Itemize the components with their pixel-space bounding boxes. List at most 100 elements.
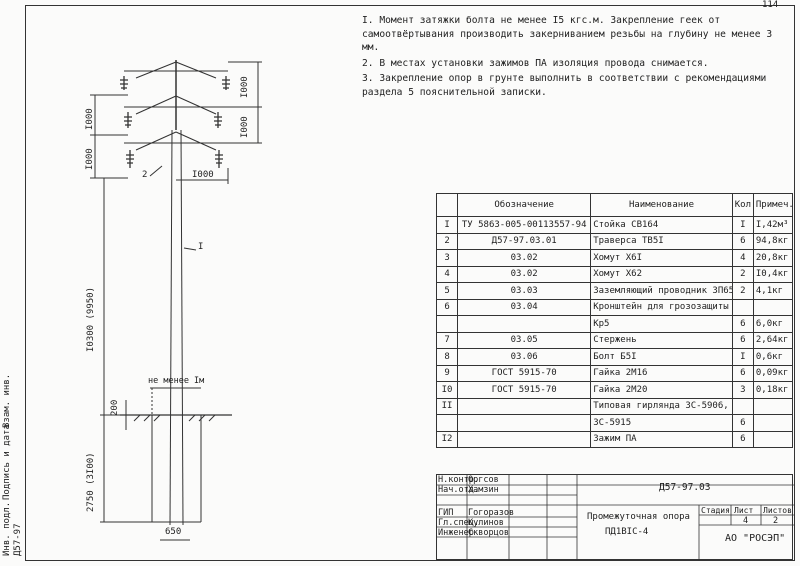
cell-qty: I [731,216,754,234]
pole-drawing [90,60,262,541]
cell-name: Типовая гирлянда ЗС-5906, [590,397,733,415]
tb-role-1: Н.контр. [438,475,479,485]
cell-designation: 03.03 [457,282,592,300]
cell-position: 3 [435,249,459,267]
cell-note: 0,18кг [752,381,794,399]
cell-position: 5 [435,282,459,300]
callout-2: 2 [142,170,148,180]
label-min-depth: не менее Iм [148,376,205,386]
cell-qty: 6 [731,364,754,382]
cell-designation: ГОСТ 5915-70 [457,381,592,399]
drawing-frame [25,5,795,561]
cell-name: Гайка 2М20 [590,381,733,399]
cell-name: ЗС-5915 [590,414,733,432]
cell-designation [457,315,592,333]
cell-note: 0,6кг [752,348,794,366]
cell-qty: 6 [731,232,754,250]
cell-designation: 03.05 [457,331,592,349]
tb-role-4: Гл.спец. [438,518,479,528]
tb-role-2: Нач.отд. [438,485,479,495]
note-2: 2. В местах установки зажимов ПА изоляци… [362,57,709,69]
cell-position: I0 [435,381,459,399]
cell-note: 0,09кг [752,364,794,382]
dim-1000-right-upper: I000 [240,76,250,98]
cell-name: Стержень [590,331,733,349]
cell-designation: 03.06 [457,348,592,366]
cell-qty [731,397,754,415]
cell-qty [731,298,754,316]
cell-position: I2 [435,430,459,448]
note-3: 3. Закрепление опор в грунте выполнить в… [362,73,767,98]
cell-position: 7 [435,331,459,349]
callout-1: I [198,242,204,252]
cell-qty: 3 [731,381,754,399]
cell-note: 20,8кг [752,249,794,267]
sheet-number: 114 [762,0,779,10]
cell-note: I,42м³ [752,216,794,234]
cell-designation: Д57-97.03.01 [457,232,592,250]
title-block-grid [437,475,794,561]
cell-designation: ТУ 5863-005-00113557-94 [457,216,592,234]
dim-1000-left-upper: I000 [85,108,95,130]
cell-position: II [435,397,459,415]
cell-name: Заземляющий проводник ЗП65 [590,282,733,300]
cell-position: 9 [435,364,459,382]
cell-position: 8 [435,348,459,366]
cell-designation [457,414,592,432]
cell-note: 94,8кг [752,232,794,250]
tb-doc-code: Д57-97.03 [659,482,711,493]
sidebar-code: Д57-97 [13,523,23,556]
note-1: I. Момент затяжки болта не менее I5 кгс.… [362,15,773,53]
cell-name: Гайка 2М16 [590,364,733,382]
crossarm-bottom [124,131,228,151]
cell-name: Кр5 [590,315,733,333]
header-name: Наименование [590,193,733,217]
cell-qty: 6 [731,430,754,448]
cell-designation: 03.02 [457,249,592,267]
cell-qty: 4 [731,249,754,267]
cell-name: Болт Б5I [590,348,733,366]
cell-position [435,414,459,432]
header-position [435,193,459,217]
cell-designation: 03.04 [457,298,592,316]
tb-person-1: Оргсов [468,475,499,485]
spec-header-row: Обозначение Наименование Кол. Примеч. [435,193,794,217]
cell-note: I0,4кг [752,265,794,283]
cell-position: 4 [435,265,459,283]
cell-position [435,315,459,333]
cell-qty: 2 [731,265,754,283]
pole-right-edge [180,129,184,526]
cell-note: 6,0кг [752,315,794,333]
header-designation: Обозначение [457,193,592,217]
cell-name: Хомут Х6I [590,249,733,267]
tb-role-3: ГИП [438,508,454,518]
header-note: Примеч. [752,193,794,217]
cell-qty: I [731,348,754,366]
cell-name: Зажим ПА [590,430,733,448]
sidebar-label-sign: Подпись и дата [2,424,12,500]
cell-name: Хомут Х62 [590,265,733,283]
cell-note [752,414,794,432]
dim-1000-horizontal: I000 [192,170,214,180]
cell-note: 2,64кг [752,331,794,349]
cell-designation: 03.02 [457,265,592,283]
tb-sheet-value: 4 [743,516,749,526]
cell-note: 4,1кг [752,282,794,300]
dim-1000-left-lower: I000 [85,148,95,170]
pole-left-edge [169,129,173,526]
tb-sheet-header: Лист [734,506,754,515]
tb-person-2: Хамзин [468,485,499,495]
cell-designation: ГОСТ 5915-70 [457,364,592,382]
tb-person-3: Гогоразов [468,508,515,518]
cell-designation [457,430,592,448]
notes-block: I. Момент затяжки болта не менее I5 кгс.… [362,14,782,101]
